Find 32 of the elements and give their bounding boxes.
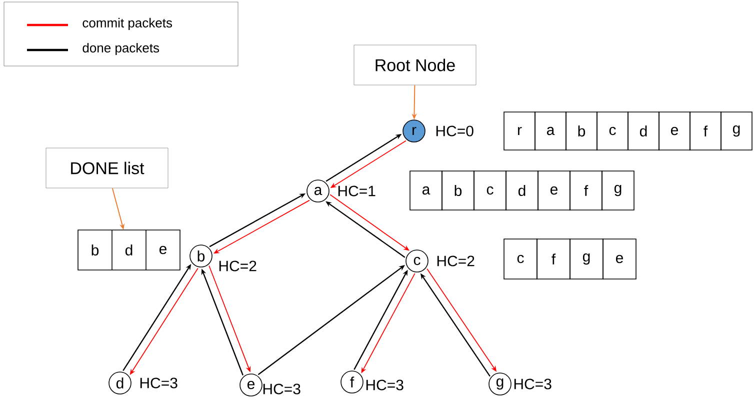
hop-count-label: HC=0 <box>436 126 474 136</box>
hop-count-label: HC=3 <box>514 378 552 390</box>
list-cell: e <box>602 238 636 280</box>
list-cell: a <box>534 112 566 150</box>
list-cell: g <box>602 170 634 210</box>
callout-box: DONE list <box>46 148 168 188</box>
legend-text: done packets <box>82 42 160 56</box>
hop-count-label: HC=3 <box>366 380 404 390</box>
list-cell: c <box>504 238 538 280</box>
hop-count-label: HC=3 <box>263 384 300 394</box>
list-cell: f <box>570 170 602 210</box>
list-cell: g <box>570 238 604 280</box>
list-cell: f <box>690 112 722 150</box>
list-cell: b <box>442 170 474 210</box>
list-cell: d <box>628 112 660 150</box>
callout-box: Root Node <box>354 44 476 86</box>
hop-count-label: HC=3 <box>140 378 178 388</box>
hop-count-label: HC=2 <box>219 260 256 272</box>
list-cell: r <box>504 112 536 150</box>
list-cell: b <box>566 112 598 150</box>
list-cell: e <box>538 170 570 210</box>
list-cell: e <box>658 112 690 150</box>
list-cell: g <box>720 112 752 150</box>
done-list-table: b d e <box>78 230 180 270</box>
legend-text: commit packets <box>82 18 172 30</box>
hop-count-label: HC=1 <box>338 186 376 196</box>
list-cell: c <box>596 112 628 150</box>
list-cell: a <box>410 170 442 210</box>
list-cell: f <box>536 238 570 280</box>
list-cell: c <box>474 170 506 210</box>
list-cell: d <box>506 170 538 210</box>
hop-count-label: HC=2 <box>437 256 474 266</box>
